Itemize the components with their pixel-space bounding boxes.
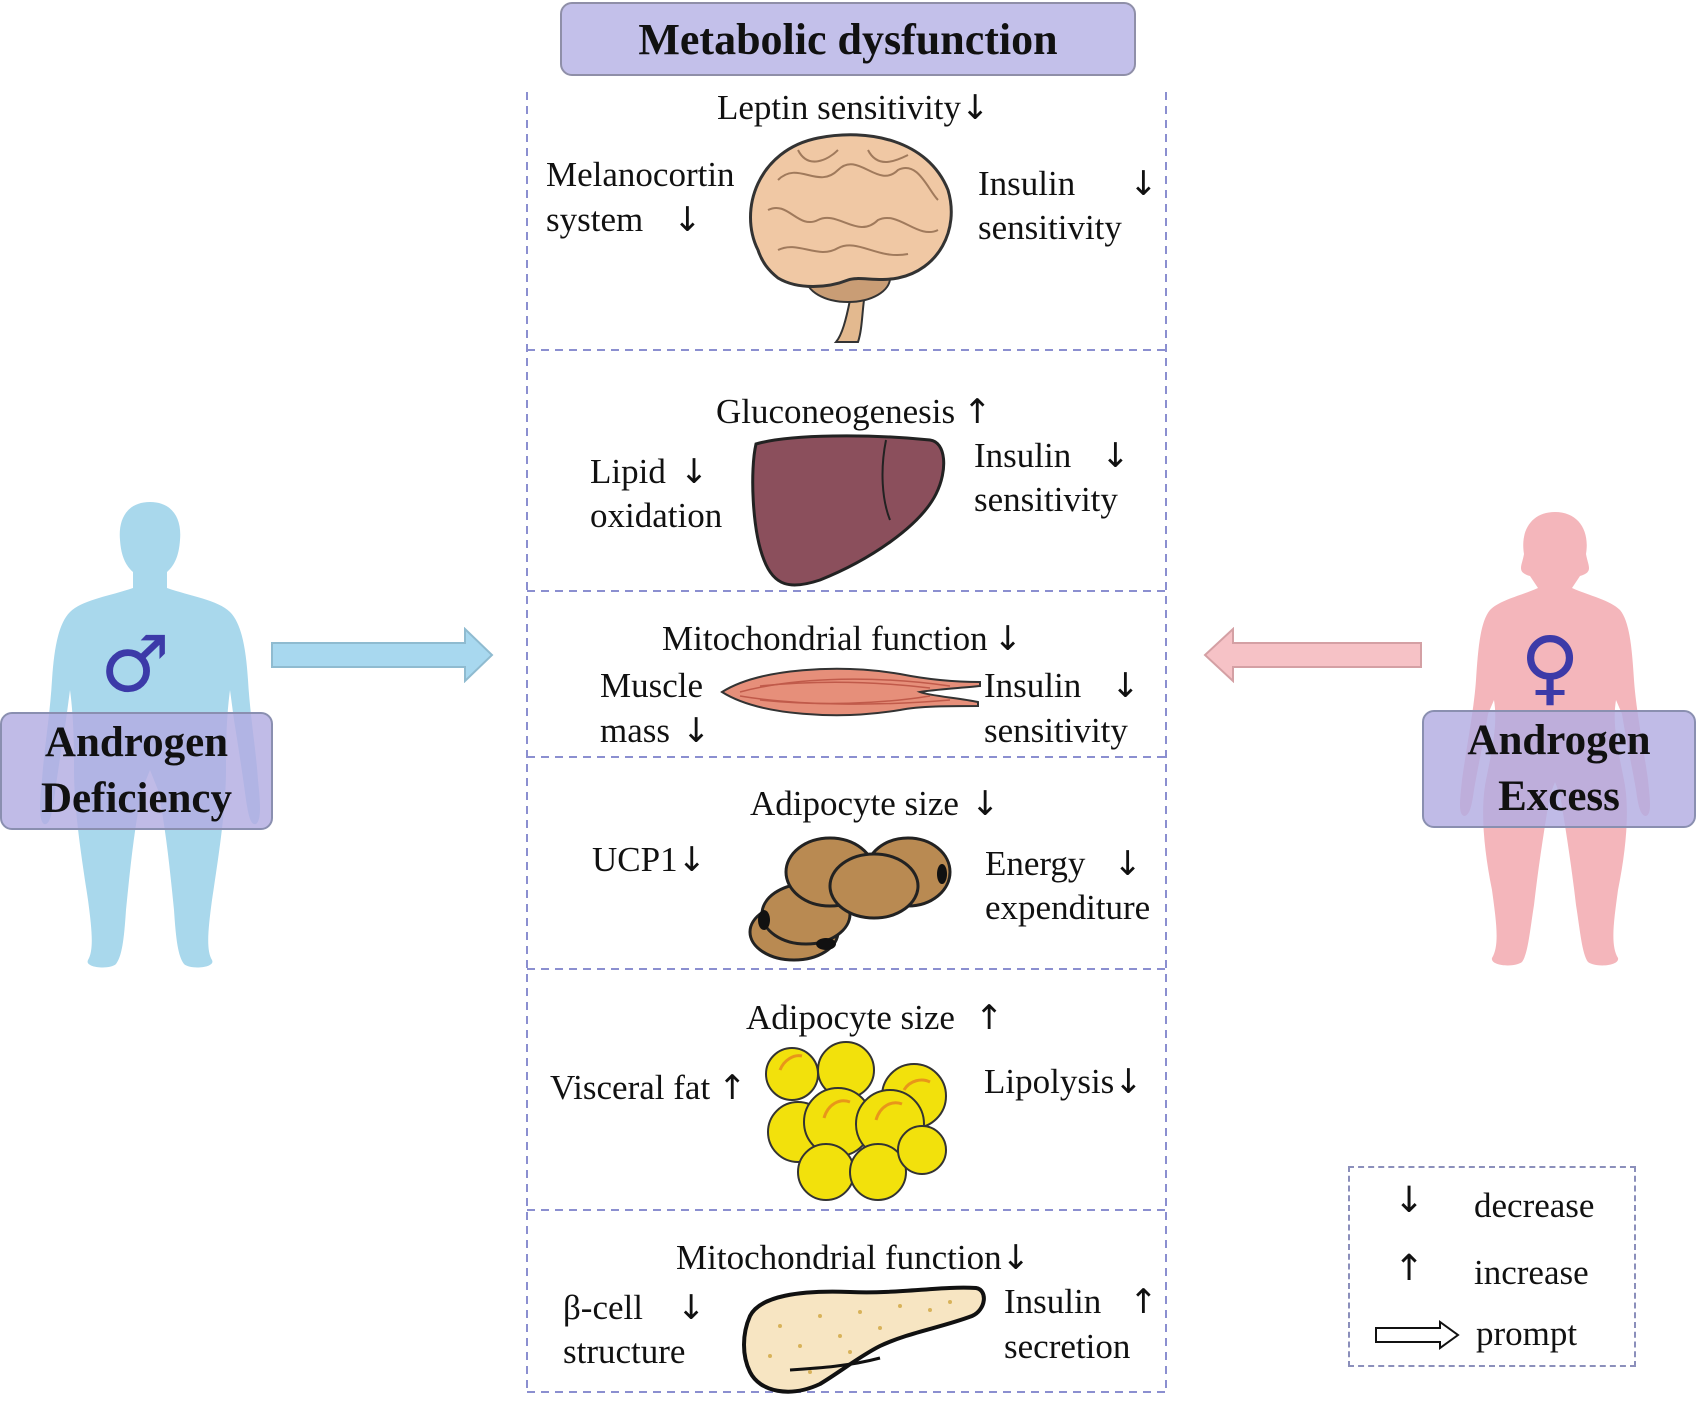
up-arrow-icon: ↑ — [974, 998, 1004, 1038]
gluconeogenesis-label: Gluconeogenesis↑ — [716, 392, 992, 432]
down-arrow-icon: ↓ — [1111, 666, 1140, 706]
brain-insulin-label-line2: sensitivity — [978, 208, 1122, 247]
white-adipocyte-icon — [765, 1041, 947, 1201]
excess-label-line2: Excess — [1498, 773, 1620, 820]
legend — [1348, 1166, 1636, 1367]
down-arrow-icon: ↓ — [679, 452, 709, 492]
title-box: Metabolic dysfunction — [560, 2, 1136, 76]
brain-icon — [749, 133, 953, 343]
diagram-title: Metabolic dysfunction — [638, 14, 1058, 64]
brain-insulin-label: Insulin↓ — [978, 164, 1158, 204]
liver-insulin-label-line2: sensitivity — [974, 480, 1118, 519]
down-arrow-icon: ↓ — [677, 840, 707, 880]
muscle-icon — [720, 667, 981, 717]
legend-prompt-label: prompt — [1476, 1314, 1578, 1353]
down-arrow-icon: ↓ — [993, 619, 1023, 659]
lipid-label-line2: oxidation — [590, 496, 723, 535]
excess-prompt-arrow — [1203, 627, 1422, 683]
deficiency-label-line1: Androgen — [44, 719, 229, 766]
down-arrow-icon: ↓ — [961, 88, 990, 128]
muscle-mass-label-line2: mass↓ — [600, 711, 711, 751]
androgen-deficiency-label: Androgen Deficiency — [0, 712, 273, 830]
visceral-fat-label: Visceral fat↑ — [550, 1068, 747, 1108]
excess-label-line1: Androgen — [1467, 717, 1651, 764]
insulin-secretion-label-line2: secretion — [1004, 1327, 1131, 1366]
ucp1-label: UCP1↓ — [592, 840, 707, 880]
legend-up-arrow-icon: ↑ — [1394, 1248, 1425, 1289]
up-arrow-icon: ↑ — [718, 1068, 747, 1108]
down-arrow-icon: ↓ — [1101, 436, 1130, 476]
down-arrow-icon: ↓ — [1114, 1062, 1143, 1102]
energy-label-line2: expenditure — [985, 888, 1151, 927]
beta-cell-label: β-cell↓ — [563, 1288, 706, 1328]
female-symbol-icon: ♀ — [1520, 620, 1581, 715]
muscle-mass-label: Muscle — [600, 666, 704, 705]
brown-adipocyte-size-label: Adipocyte size↓ — [750, 784, 1000, 824]
down-arrow-icon: ↓ — [682, 711, 711, 751]
down-arrow-icon: ↓ — [970, 784, 1000, 824]
pancreas-icon — [742, 1285, 986, 1394]
up-arrow-icon: ↑ — [1129, 1282, 1158, 1322]
insulin-secretion-label: Insulin↑ — [1004, 1282, 1158, 1322]
down-arrow-icon: ↓ — [676, 1288, 706, 1328]
male-symbol-icon: ♂ — [100, 620, 170, 710]
down-arrow-icon: ↓ — [1001, 1238, 1031, 1278]
deficiency-prompt-arrow — [271, 627, 494, 683]
melanocortin-label: Melanocortin — [546, 155, 735, 194]
lipolysis-label: Lipolysis↓ — [984, 1062, 1143, 1102]
energy-label: Energy↓ — [985, 844, 1142, 884]
beta-cell-label-line2: structure — [563, 1332, 686, 1371]
white-adipocyte-size-label: Adipocyte size↑ — [746, 998, 1004, 1038]
pancreas-mitochondrial-label: Mitochondrial function↓ — [676, 1238, 1031, 1278]
muscle-mitochondrial-label: Mitochondrial function↓ — [662, 619, 1023, 659]
down-arrow-icon: ↓ — [1129, 164, 1158, 204]
androgen-excess-label: Androgen Excess — [1422, 710, 1696, 828]
legend-decrease-label: decrease — [1474, 1186, 1595, 1225]
leptin-sensitivity-label: Leptin sensitivity↓ — [717, 88, 990, 128]
melanocortin-label-line2: system↓ — [546, 200, 702, 240]
down-arrow-icon: ↓ — [673, 200, 702, 240]
muscle-insulin-label-line2: sensitivity — [984, 711, 1128, 750]
up-arrow-icon: ↑ — [963, 392, 992, 432]
legend-increase-label: increase — [1474, 1253, 1589, 1292]
legend-prompt-arrow-icon — [1375, 1320, 1460, 1350]
brown-adipocyte-icon — [748, 836, 952, 962]
down-arrow-icon: ↓ — [1113, 844, 1142, 884]
liver-icon — [751, 434, 946, 587]
liver-insulin-label: Insulin↓ — [974, 436, 1130, 476]
legend-down-arrow-icon: ↓ — [1394, 1180, 1425, 1221]
muscle-insulin-label: Insulin↓ — [984, 666, 1140, 706]
deficiency-label-line2: Deficiency — [40, 775, 233, 822]
lipid-label: Lipid↓ — [590, 452, 709, 492]
